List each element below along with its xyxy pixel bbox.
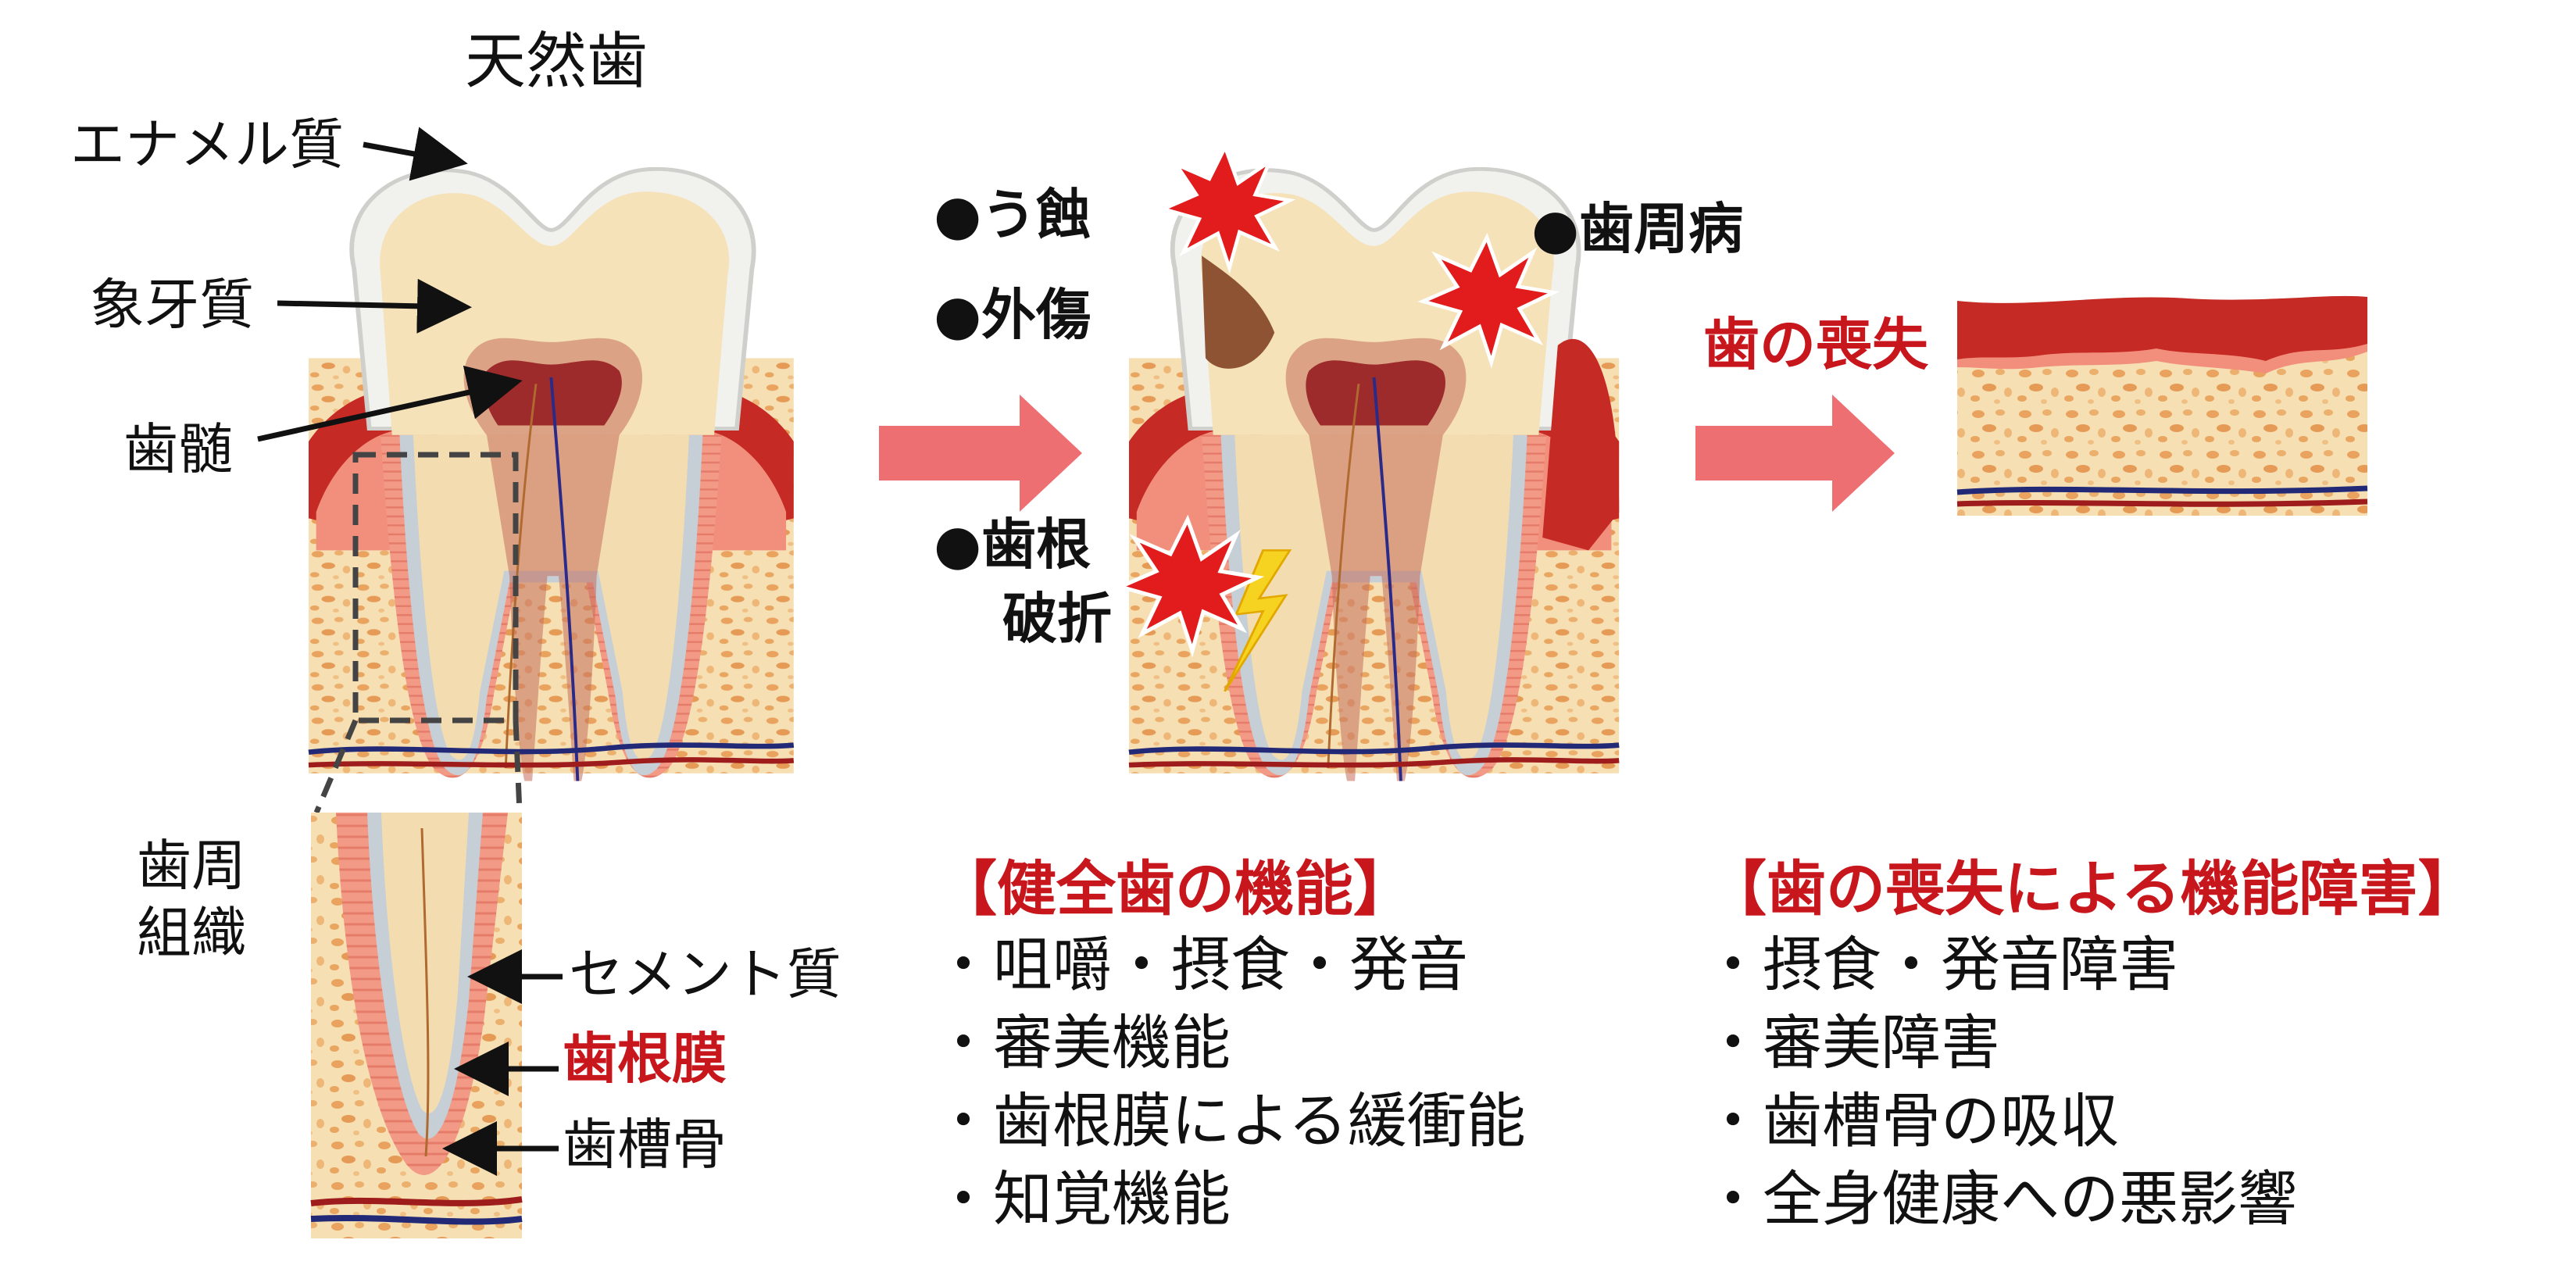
- enamel-label: エナメル質: [70, 113, 344, 177]
- list-item: 審美機能: [934, 1004, 1526, 1082]
- dentin-label: 象牙質: [90, 273, 254, 337]
- zoom-connector: [313, 719, 359, 814]
- healthy-tooth-illustration: [309, 169, 794, 781]
- pointer-arrow-icon: [257, 127, 563, 1176]
- list-item: 全身健康への悪影響: [1703, 1160, 2297, 1238]
- pulp-label: 歯髄: [123, 417, 233, 481]
- cause-caries: ●う蝕: [934, 183, 1091, 247]
- healthy-functions-title: 【健全歯の機能】: [938, 854, 1413, 924]
- pink-arrow-icon: [1695, 395, 1895, 512]
- cementum-label: セメント質: [569, 942, 841, 1006]
- pink-arrow-icon: [879, 395, 1082, 512]
- list-item: 摂食・発音障害: [1703, 926, 2297, 1004]
- periodontal-tissue-label: 歯周 組織: [137, 832, 246, 967]
- tooth-loss-title: 歯の喪失: [1703, 312, 1929, 377]
- cause-root-fracture-line1: ●歯根: [934, 513, 1091, 577]
- periodontal-tissue-line2: 組織: [137, 901, 246, 965]
- zoom-box: [352, 452, 519, 724]
- cause-trauma: ●外傷: [934, 283, 1091, 347]
- list-item: 歯槽骨の吸収: [1703, 1082, 2297, 1160]
- edentulous-ridge-illustration: [1956, 295, 2368, 516]
- cause-periodontal-disease: ●歯周病: [1531, 197, 1744, 261]
- alveolar-bone-label: 歯槽骨: [563, 1113, 727, 1177]
- list-item: 知覚機能: [934, 1160, 1526, 1238]
- root-detail-illustration: [310, 813, 523, 1238]
- natural-tooth-title: 天然歯: [465, 27, 648, 97]
- healthy-functions-list: 咀嚼・摂食・発音 審美機能 歯根膜による緩衝能 知覚機能: [934, 926, 1526, 1238]
- pdl-label: 歯根膜: [563, 1027, 727, 1091]
- loss-impairments-title: 【歯の喪失による機能障害】: [1707, 854, 2478, 924]
- cause-root-fracture: ●歯根 破折: [934, 508, 1112, 656]
- cause-root-fracture-line2: 破折: [1002, 587, 1112, 651]
- list-item: 咀嚼・摂食・発音: [934, 926, 1526, 1004]
- list-item: 審美障害: [1703, 1004, 2297, 1082]
- loss-impairments-list: 摂食・発音障害 審美障害 歯槽骨の吸収 全身健康への悪影響: [1703, 926, 2297, 1238]
- list-item: 歯根膜による緩衝能: [934, 1082, 1526, 1160]
- periodontal-tissue-line1: 歯周: [137, 834, 246, 898]
- zoom-connector: [513, 720, 523, 813]
